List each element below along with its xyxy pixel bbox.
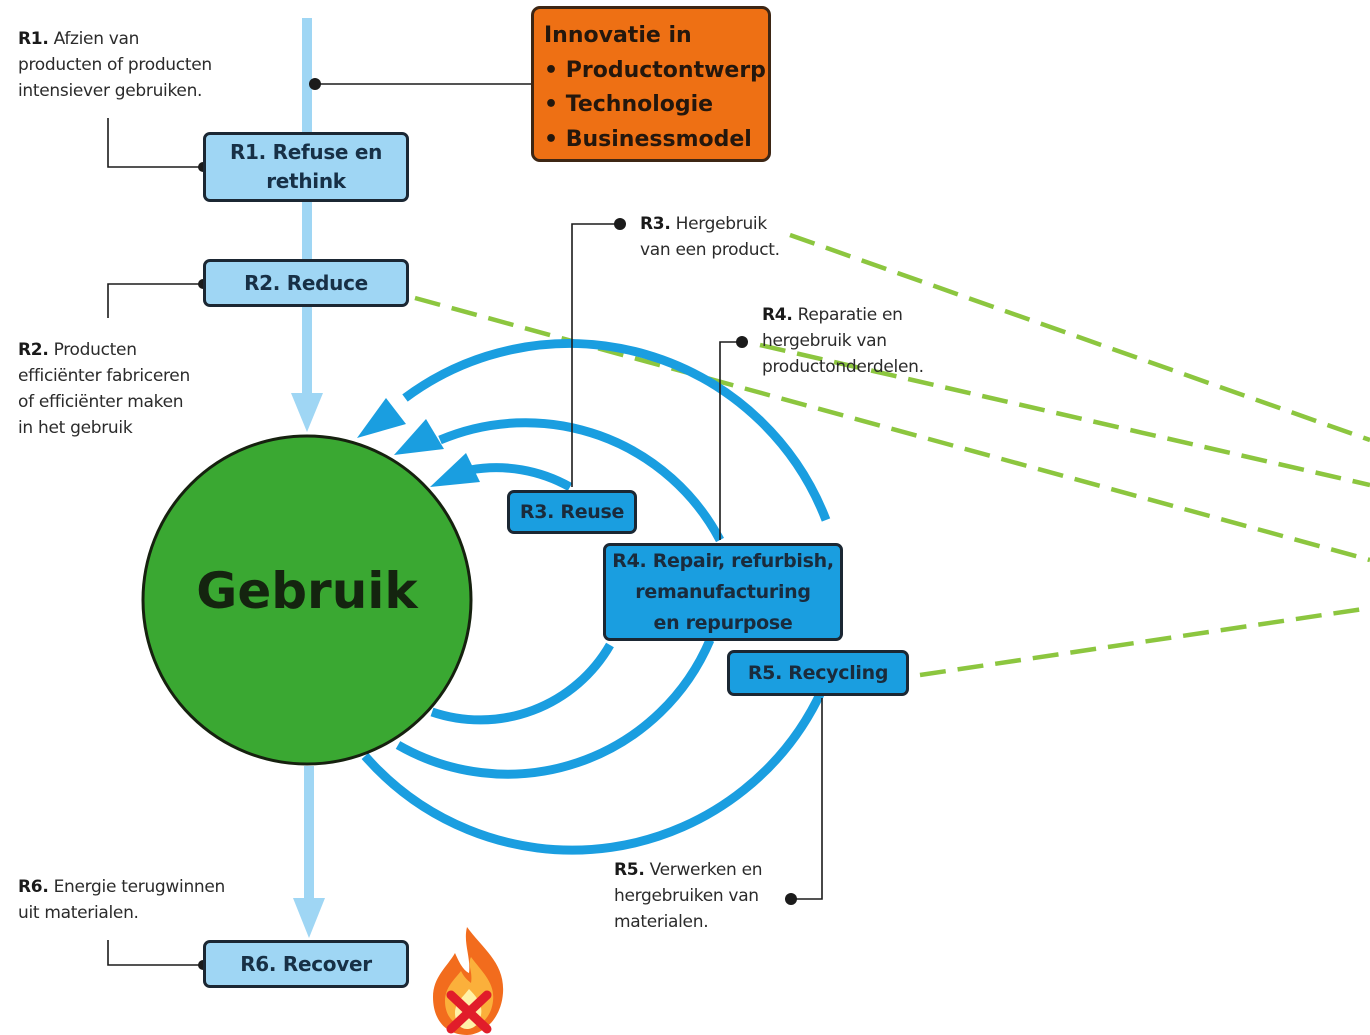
r6-recover-box: R6. Recover (203, 940, 409, 988)
r1-box-line2: rethink (266, 169, 346, 193)
r5-note-line3: materialen. (614, 912, 709, 932)
innovation-box: Innovatie in Productontwerp Technologie … (531, 6, 771, 162)
gebruik-circle (141, 434, 473, 766)
cycle-arrowheads (357, 398, 480, 487)
r2-note: R2. Producten efficiënter fabriceren of … (18, 337, 190, 441)
innovation-item-productontwerp: Productontwerp (544, 54, 768, 89)
cycle-arcs (361, 339, 831, 855)
r3-leader (571, 223, 620, 487)
leader-dot (736, 336, 748, 348)
r4-box-line1: R4. Repair, refurbish, (612, 549, 834, 572)
flow-arrow-down-icon (293, 898, 325, 938)
r4-note-line3: productonderdelen. (762, 357, 924, 377)
r4-note-line1: Reparatie en (797, 305, 903, 325)
r5-box-label: R5. Recycling (747, 661, 889, 684)
r5-note-code: R5. (614, 860, 645, 880)
r1-refuse-box: R1. Refuse en rethink (203, 132, 409, 202)
r5-leader (791, 698, 823, 900)
r1-note-line3: intensiever gebruiken. (18, 81, 203, 101)
recycling-top-arc (402, 339, 831, 522)
r6-note-line2: uit materialen. (18, 903, 139, 923)
r2-note-line4: in het gebruik (18, 418, 133, 438)
r3-note: R3. Hergebruik van een product. (640, 211, 780, 263)
recycling-bottom-arc (361, 688, 827, 855)
r2-leader (107, 283, 203, 318)
linear-flow (291, 18, 325, 938)
reuse-bottom-arc (430, 642, 614, 725)
repair-top-arc (438, 418, 724, 543)
fire-crossed-icon (433, 927, 504, 1035)
r5-note: R5. Verwerken en hergebruiken van materi… (614, 857, 763, 935)
r2-note-line2: efficiënter fabriceren (18, 366, 190, 386)
r6-note-code: R6. (18, 877, 49, 897)
innovation-item-businessmodel: Businessmodel (544, 123, 768, 158)
r4-note-line2: hergebruik van (762, 331, 887, 351)
r2-note-line1: Producten (53, 340, 137, 360)
r4-note-code: R4. (762, 305, 793, 325)
r3-box-label: R3. Reuse (519, 500, 625, 523)
leader-dot (785, 893, 797, 905)
r2-box-label: R2. Reduce (244, 270, 368, 295)
r5-note-line2: hergebruiken van (614, 886, 759, 906)
r3-reuse-box: R3. Reuse (507, 490, 637, 534)
repair-bottom-arc (395, 638, 715, 779)
r4-leader (719, 341, 742, 540)
r6-leader (107, 940, 203, 966)
leader-lines (107, 83, 823, 966)
arrow-left-icon (394, 419, 444, 455)
leader-dot (309, 78, 321, 90)
innovation-item-technologie: Technologie (544, 88, 768, 123)
r1-leader (107, 118, 203, 168)
r4-box-line3: en repurpose (653, 611, 793, 634)
r4-note: R4. Reparatie en hergebruik van producto… (762, 302, 924, 380)
r1-note-code: R1. (18, 29, 49, 49)
r5-recycling-box: R5. Recycling (727, 650, 909, 696)
r5-note-line1: Verwerken en (649, 860, 763, 880)
leader-dot (614, 218, 626, 230)
r1-box-line1: R1. Refuse en (229, 140, 383, 164)
r1-note: R1. Afzien van producten of producten in… (18, 26, 212, 104)
gebruik-label: Gebruik (196, 562, 418, 620)
r6-note-line1: Energie terugwinnen (53, 877, 226, 897)
dashed-connector-lines (414, 232, 1370, 678)
r3-note-code: R3. (640, 214, 671, 234)
r1-note-line2: producten of producten (18, 55, 212, 75)
innovation-list: Productontwerp Technologie Businessmodel (544, 54, 768, 158)
innovation-title: Innovatie in (544, 23, 692, 48)
r4-repair-box: R4. Repair, refurbish, remanufacturing e… (603, 543, 843, 641)
r6-note: R6. Energie terugwinnen uit materialen. (18, 874, 225, 926)
r6-box-label: R6. Recover (240, 951, 372, 976)
r2-note-line3: of efficiënter maken (18, 392, 184, 412)
r1-note-line1: Afzien van (53, 29, 140, 49)
arrow-left-icon (357, 398, 406, 438)
r2-reduce-box: R2. Reduce (203, 259, 409, 307)
arrow-left-icon (430, 453, 480, 487)
r4-box-line2: remanufacturing (635, 580, 811, 603)
reuse-top-arc (469, 463, 573, 491)
r3-note-line2: van een product. (640, 240, 780, 260)
r2-note-code: R2. (18, 340, 49, 360)
r3-note-line1: Hergebruik (675, 214, 768, 234)
flow-arrow-down-icon (291, 393, 323, 432)
